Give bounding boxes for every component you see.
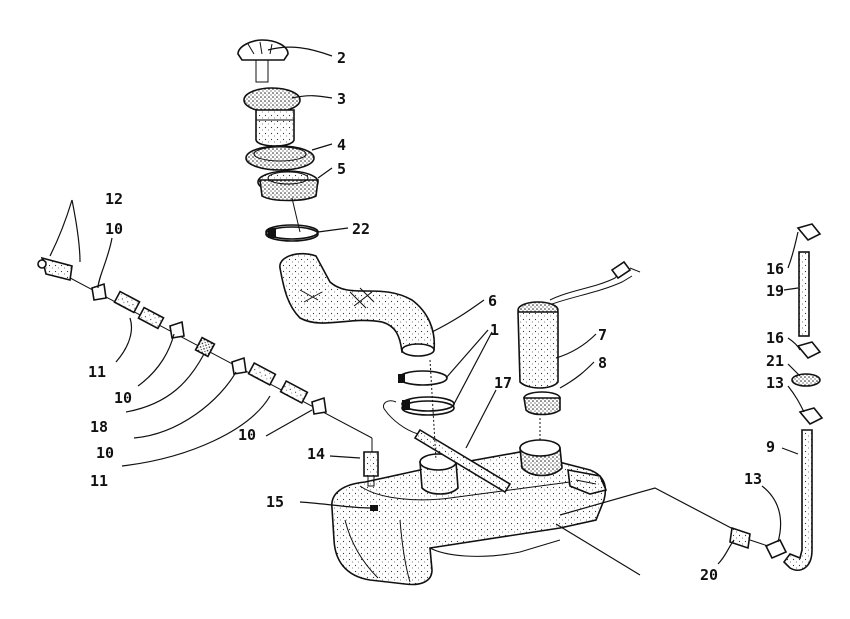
fuel-sender	[517, 260, 641, 389]
callout-1: 1	[490, 321, 499, 339]
filler-hose	[279, 252, 436, 357]
callout-7: 7	[598, 326, 607, 344]
callout-15: 15	[266, 493, 284, 511]
callout-22: 22	[352, 220, 370, 238]
callout-8: 8	[598, 354, 607, 372]
callout-11-a: 11	[88, 363, 106, 381]
left-fuel-line	[37, 256, 379, 487]
callout-17: 17	[494, 374, 512, 392]
right-fuel-line	[729, 223, 824, 572]
leader-lines	[49, 46, 805, 565]
callout-20: 20	[700, 566, 718, 584]
callout-10-c: 10	[96, 444, 114, 462]
callout-10-b: 10	[114, 389, 132, 407]
callout-labels: 2 3 4 5 22 6 1 7 8 17 12 10 11 10 18 10 …	[88, 49, 784, 584]
callout-5: 5	[337, 160, 346, 178]
vent-tube	[382, 400, 512, 494]
callout-14: 14	[307, 445, 325, 463]
callout-19: 19	[766, 282, 784, 300]
callout-6: 6	[488, 292, 497, 310]
callout-21: 21	[766, 352, 784, 370]
callout-10-a: 10	[105, 220, 123, 238]
callout-3: 3	[337, 90, 346, 108]
callout-16-a: 16	[766, 260, 784, 278]
hose-clamps-1	[398, 359, 455, 461]
callout-4: 4	[337, 136, 346, 154]
callout-10-d: 10	[238, 426, 256, 444]
hose-clamp-22	[265, 224, 319, 242]
callout-2: 2	[337, 49, 346, 67]
filler-cap-assembly	[237, 39, 319, 233]
callout-12: 12	[105, 190, 123, 208]
callout-18: 18	[90, 418, 108, 436]
callout-9: 9	[766, 438, 775, 456]
callout-13-a: 13	[766, 374, 784, 392]
callout-11-b: 11	[90, 472, 108, 490]
callout-13-b: 13	[744, 470, 762, 488]
callout-16-b: 16	[766, 329, 784, 347]
grommet	[523, 391, 561, 440]
